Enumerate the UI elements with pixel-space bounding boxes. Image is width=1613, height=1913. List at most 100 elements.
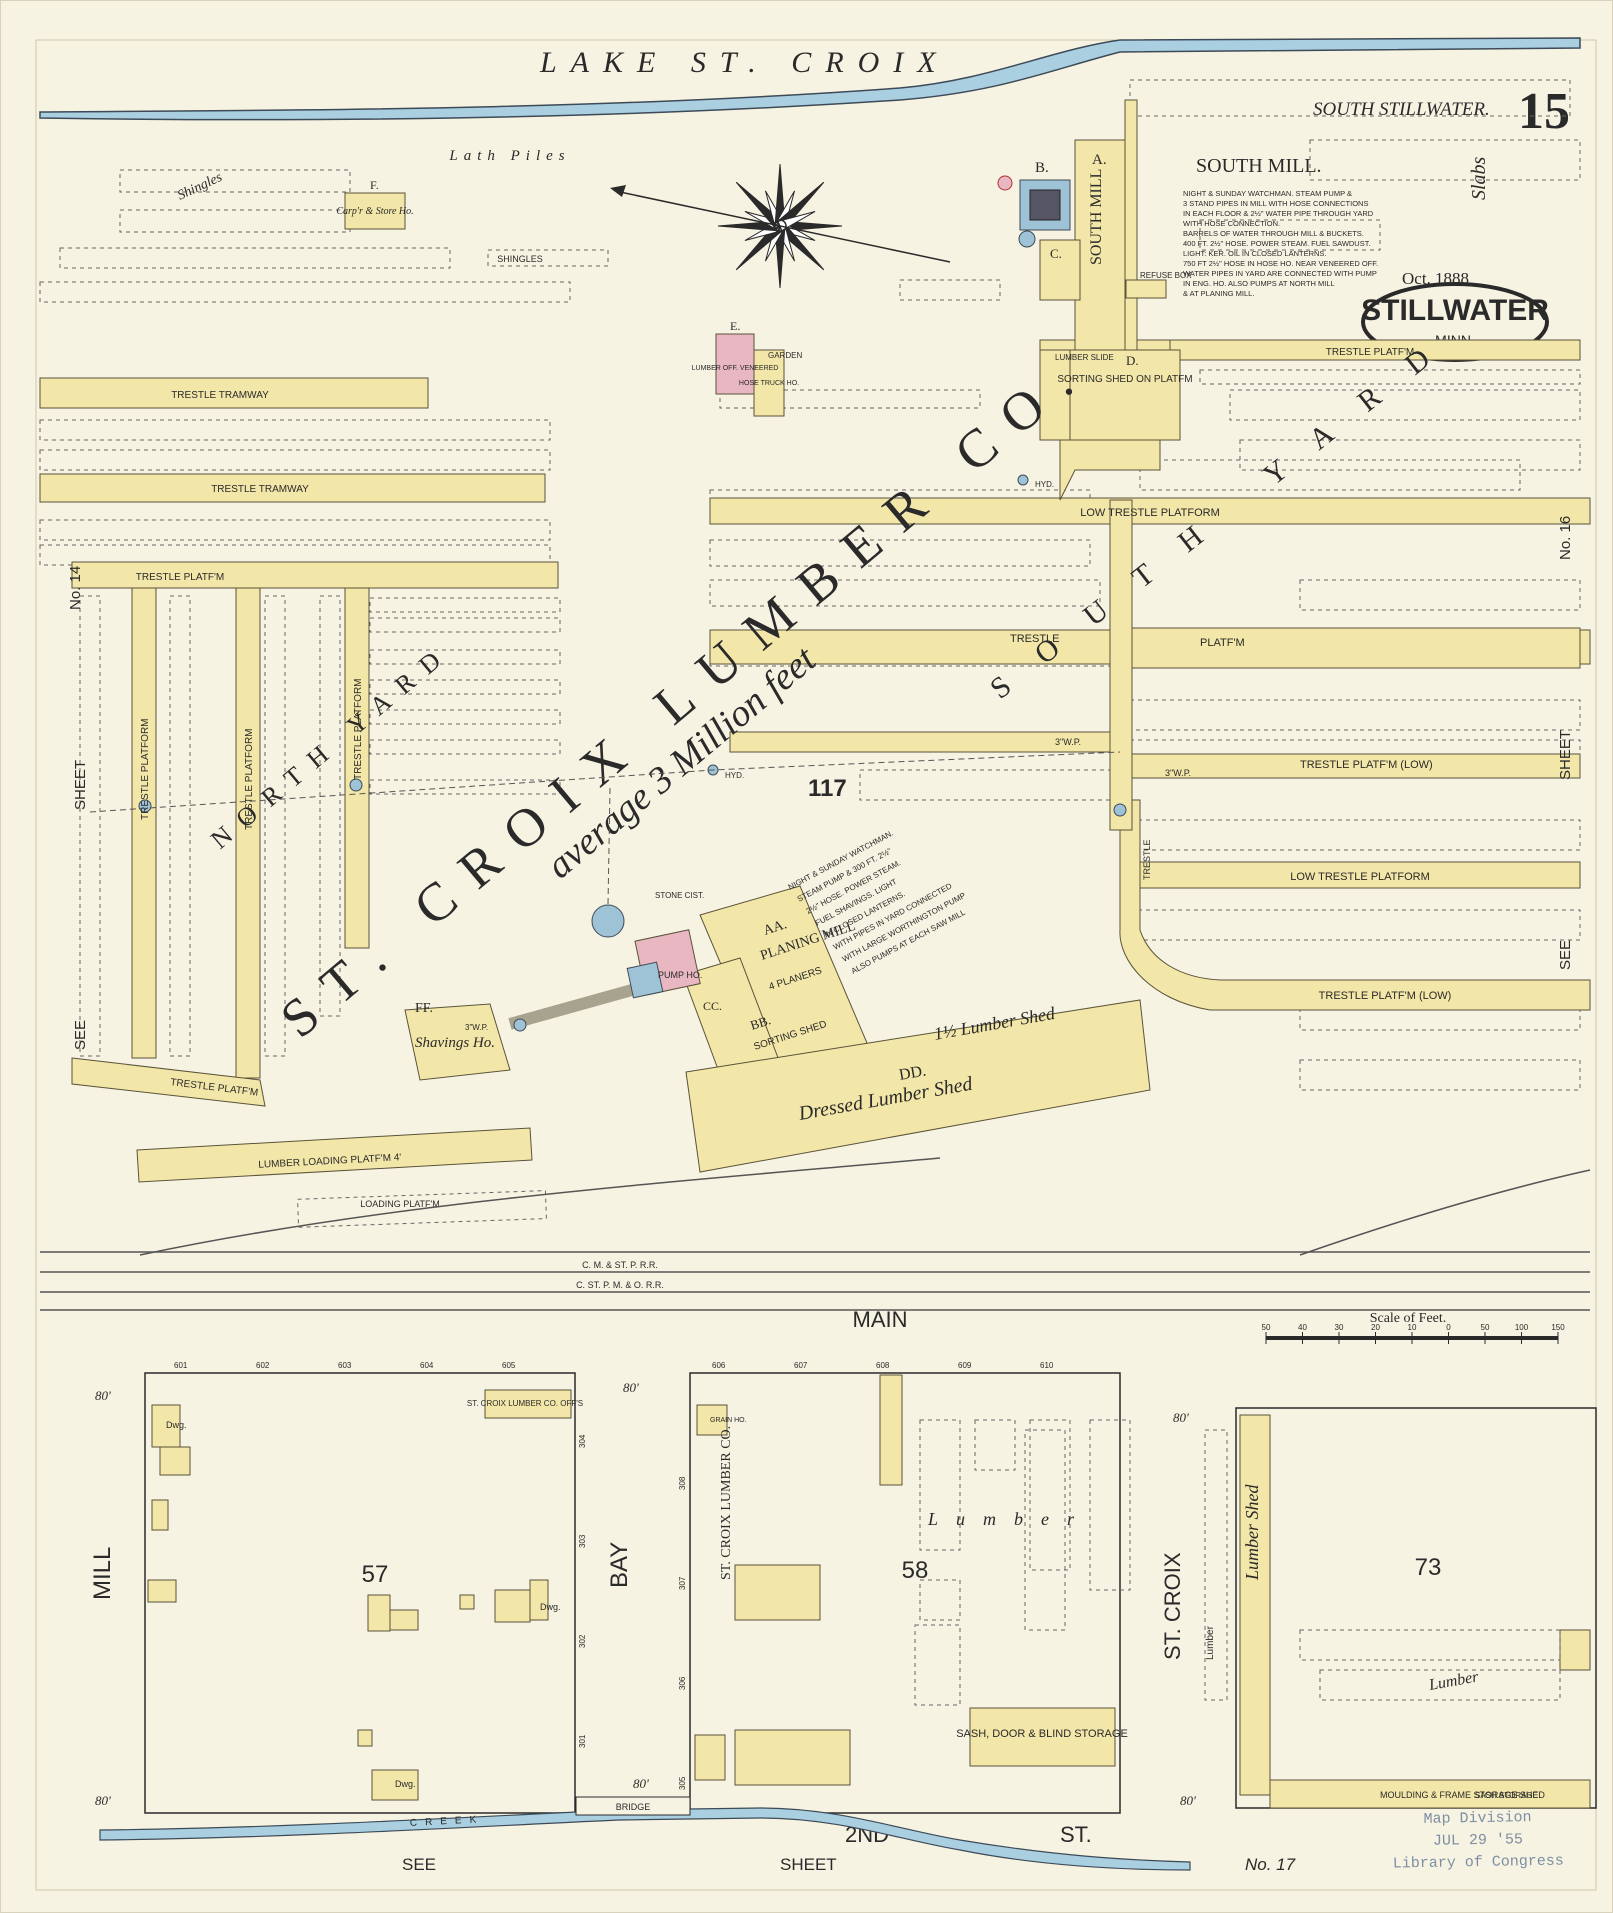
city-name: STILLWATER — [1361, 294, 1549, 327]
hydrant-icon — [1017, 474, 1029, 486]
hydrant-ff — [513, 1018, 527, 1032]
trestle-platforms — [39, 339, 1591, 1183]
hose-truck-house — [753, 349, 785, 417]
shavings-blower — [508, 984, 634, 1030]
boiler — [1029, 189, 1061, 221]
stamp-line-3: Library of Congress — [1392, 1852, 1565, 1873]
grain-house-label: GRAIN HO. — [710, 1417, 747, 1424]
dwg-label-3: Dwg. — [395, 1779, 416, 1789]
trestle-vertical-label: TRESTLE — [1142, 839, 1152, 880]
width-80-3: 80' — [623, 1380, 639, 1395]
scale-tick-label: 30 — [1335, 1323, 1344, 1332]
building-ff — [404, 1003, 511, 1081]
address-number: 608 — [876, 1361, 890, 1370]
address-number: 305 — [678, 1776, 687, 1790]
scale-tick-label: 20 — [1371, 1323, 1380, 1332]
sheet-number: 15 — [1518, 83, 1570, 140]
slabs-label: Slabs — [1468, 156, 1490, 200]
hydrant-west — [138, 799, 152, 813]
hydrant-north — [349, 778, 363, 792]
sheet-label-west: SHEET — [72, 760, 89, 810]
scale-title: Scale of Feet. — [1370, 1311, 1447, 1326]
trestle-center-label: TRESTLE — [1010, 633, 1060, 645]
bridge-label: BRIDGE — [616, 1802, 651, 1812]
see-label-bottom: SEE — [402, 1855, 436, 1874]
shingles-script: Shingles — [175, 170, 225, 204]
address-number: 605 — [502, 1361, 516, 1370]
no14-label: No. 14 — [67, 566, 84, 610]
width-80-6: 80' — [1180, 1793, 1196, 1808]
lumber-shed-label-73: Lumber Shed — [1242, 1484, 1262, 1581]
trestle-tramway-2 — [39, 473, 546, 503]
building-f — [344, 192, 406, 230]
aa-letter: AA. — [762, 917, 789, 939]
block-73: 73 — [1415, 1554, 1442, 1581]
bridge — [575, 1796, 691, 1816]
address-number: 606 — [712, 1361, 726, 1370]
map-border — [35, 39, 1597, 1891]
south-mill-note-line: 400 FT. 2½" HOSE. POWER STEAM. FUEL SAWD… — [1183, 239, 1371, 248]
scale-tick-label: 40 — [1298, 1323, 1307, 1332]
block-117: 117 — [808, 775, 847, 802]
address-number: 304 — [578, 1434, 587, 1448]
width-80-5: 80' — [1173, 1410, 1189, 1425]
wp-label-center: 3"W.P. — [1055, 737, 1081, 747]
stone-cistern — [591, 904, 625, 938]
see-label-east: SEE — [1557, 940, 1574, 970]
lumber-label-58: Lumber — [927, 1509, 1092, 1529]
trestle-tramway-1 — [39, 377, 429, 409]
no16-label: No. 16 — [1557, 516, 1574, 560]
sheet-label-bottom: SHEET — [780, 1855, 837, 1874]
south-mill-note-line: NIGHT & SUNDAY WATCHMAN. STEAM PUMP & — [1183, 189, 1352, 198]
platfm-low — [1129, 753, 1581, 779]
railroad-label-2: C. ST. P. M. & O. R.R. — [576, 1280, 664, 1290]
low-trestle-label: LOW TRESTLE PLATFORM — [1080, 507, 1220, 519]
address-number: 601 — [174, 1361, 188, 1370]
refuse-box-label: REFUSE BOX — [1140, 271, 1192, 280]
creek — [99, 1807, 1191, 1871]
trestle-platform-col1-label: TRESTLE PLATFORM — [140, 719, 151, 821]
section-title: SOUTH STILLWATER. — [1313, 99, 1490, 120]
bay-street-label: BAY — [606, 1542, 633, 1588]
south-mill-note-line: LIGHT: KER. OIL IN CLOSED LANTERNS. — [1183, 249, 1327, 258]
address-number: 307 — [678, 1576, 687, 1590]
tramway-label-1: TRESTLE TRAMWAY — [171, 390, 269, 401]
south-mill-notes: NIGHT & SUNDAY WATCHMAN. STEAM PUMP &3 S… — [1183, 189, 1378, 298]
south-mill-note-line: IN EACH FLOOR & 2½" WATER PIPE THROUGH Y… — [1183, 209, 1374, 218]
width-80-1: 80' — [95, 1388, 111, 1403]
trestle-platform-col3-label: TRESTLE PLATFORM — [353, 679, 364, 781]
planing-mill-complex — [138, 764, 1151, 1173]
address-number: 308 — [678, 1476, 687, 1490]
mill-street-label: MILL — [89, 1547, 116, 1600]
lumber-slide-label: LUMBER SLIDE — [1055, 353, 1114, 362]
pump-house-label: PUMP HO. — [658, 970, 702, 980]
scale-tick-label: 50 — [1481, 1323, 1490, 1332]
ff-name: Shavings Ho. — [415, 1035, 495, 1051]
creek-label: CREEK — [410, 1814, 485, 1829]
scale-tick-label: 150 — [1551, 1323, 1565, 1332]
address-number: 602 — [256, 1361, 270, 1370]
lumber-label-73: Lumber — [1427, 1668, 1481, 1694]
trestle-platfm-east-label: TRESTLE PLATF'M — [1326, 347, 1414, 358]
wp-label: 3"W.P. — [465, 1023, 488, 1032]
lumber-label-st-croix: Lumber — [1205, 1625, 1216, 1660]
address-number: 604 — [420, 1361, 434, 1370]
hyd-center: HYD. — [725, 771, 744, 780]
railroad-label-1: C. M. & ST. P. R.R. — [582, 1260, 658, 1270]
block-58-buildings — [694, 1374, 1228, 1786]
trestle-platform-col2 — [235, 587, 261, 1079]
building-e-letter: E. — [730, 319, 740, 333]
refuse-box — [1125, 279, 1167, 299]
dwg-label-2: Dwg. — [540, 1602, 561, 1612]
cistern-label: STONE CIST. — [655, 891, 704, 900]
hyd-south-mill: HYD. — [1035, 480, 1054, 489]
st-croix-street-label: ST. CROIX — [1160, 1552, 1185, 1660]
tank-icon — [1018, 230, 1036, 248]
st-croix-office-label: ST. CROIX LUMBER CO. OFF'S — [467, 1399, 583, 1408]
south-mill-complex: SOUTH MILL A. B. C. D. SORTING SHED ON P… — [997, 99, 1193, 489]
low-trestle-platfm — [1129, 861, 1581, 889]
lumber-loading-platform — [136, 1127, 533, 1183]
trestle-platfm-label-north: TRESTLE PLATF'M — [136, 572, 224, 583]
building-b-letter: B. — [1035, 160, 1049, 176]
